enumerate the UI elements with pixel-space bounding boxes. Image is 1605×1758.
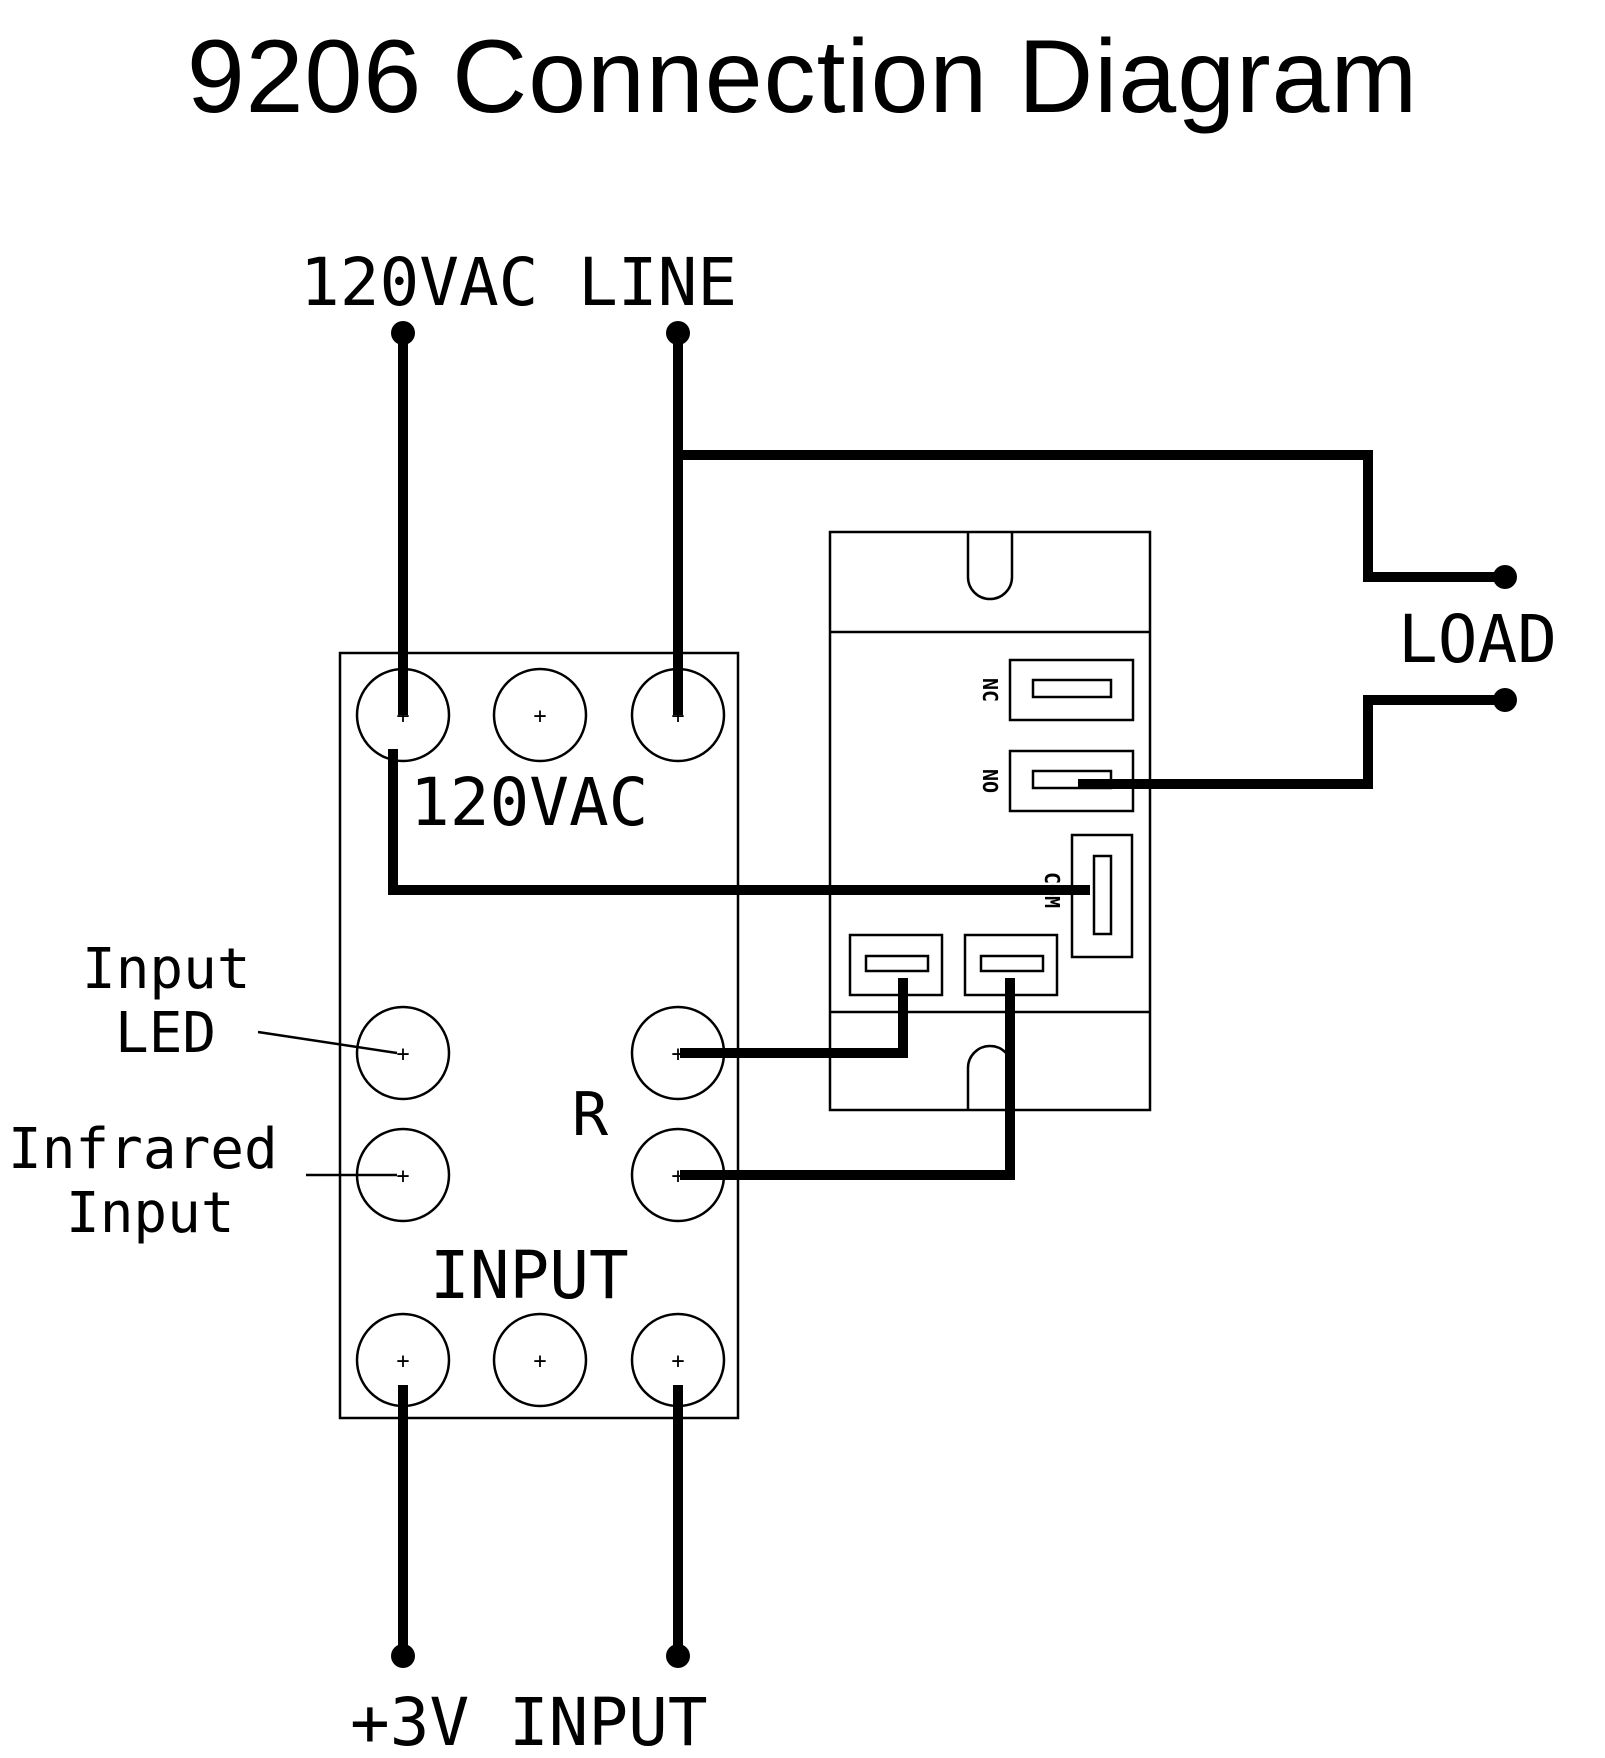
terminal-input-3[interactable]: [630, 1312, 726, 1408]
relay-no-label: NO: [978, 769, 1002, 793]
relay-com-tab: [1070, 833, 1134, 959]
r-label: R: [572, 1080, 609, 1150]
relay-coil-slot-2: [979, 954, 1045, 973]
module-input-label: INPUT: [430, 1237, 629, 1314]
wires: [388, 333, 1500, 1650]
relay-nc-label: NC: [978, 678, 1002, 702]
plus-marker: +: [533, 1349, 546, 1374]
terminal-120vac-1[interactable]: [355, 667, 451, 763]
load-terminal-top[interactable]: [1493, 565, 1517, 589]
relay: [828, 530, 1152, 1112]
plus-marker: +: [671, 1349, 684, 1374]
terminal-120vac-3[interactable]: [630, 667, 726, 763]
input-led-label-line2: LED: [115, 1001, 216, 1066]
plus-marker: +: [671, 704, 684, 729]
relay-bottom-notch: [966, 1044, 1014, 1110]
load-terminal-bottom[interactable]: [1493, 688, 1517, 712]
plus-marker: +: [396, 1164, 409, 1189]
relay-com-slot: [1092, 854, 1113, 936]
wire-load-to-no: [1078, 695, 1500, 789]
line-label: 120VAC LINE: [300, 244, 737, 321]
input-led-leader: [257, 1030, 398, 1055]
terminal-input-1[interactable]: [355, 1312, 451, 1408]
terminal-r-2[interactable]: [630, 1127, 726, 1223]
input-led-label-line1: Input: [82, 937, 251, 1002]
terminal-markers: + + + + + + + + + +: [396, 704, 684, 1374]
relay-coil-tab-1: [848, 933, 944, 997]
plus-marker: +: [396, 1042, 409, 1067]
input-terminal-left[interactable]: [391, 1644, 415, 1668]
relay-nc-slot: [1031, 678, 1113, 699]
page-title: 9206 Connection Diagram: [186, 19, 1419, 135]
relay-body: [828, 530, 1152, 1112]
module-120vac-label: 120VAC: [410, 764, 648, 841]
plus-marker: +: [396, 704, 409, 729]
relay-top-notch: [966, 532, 1014, 601]
relay-coil-slot-1: [864, 954, 930, 973]
plus-marker: +: [533, 704, 546, 729]
terminal-input-2[interactable]: [492, 1312, 588, 1408]
terminal-input-led[interactable]: [355, 1005, 451, 1101]
plus-marker: +: [671, 1042, 684, 1067]
load-label: LOAD: [1398, 601, 1557, 678]
module-terminals: [355, 667, 726, 1408]
input-terminal-right[interactable]: [666, 1644, 690, 1668]
wire-r2-to-relay: [680, 978, 1015, 1180]
infrared-label-line2: Input: [66, 1181, 235, 1246]
relay-no-tab: [1008, 749, 1135, 813]
module-body: [338, 651, 740, 1420]
wire-module-to-com: [388, 749, 1090, 895]
infrared-label-line1: Infrared: [8, 1117, 278, 1182]
terminal-r-1[interactable]: [630, 1005, 726, 1101]
relay-nc-tab: [1008, 658, 1135, 722]
plus-marker: +: [396, 1349, 409, 1374]
plus-marker: +: [671, 1164, 684, 1189]
terminal-120vac-2[interactable]: [492, 667, 588, 763]
relay-no-slot: [1031, 769, 1113, 790]
relay-coil-tab-2: [963, 933, 1059, 997]
wire-line-to-load: [678, 450, 1500, 582]
relay-com-label: COM: [1040, 872, 1064, 908]
wire-r1-to-relay: [680, 978, 908, 1058]
bottom-input-label: +3V INPUT: [350, 1684, 708, 1758]
